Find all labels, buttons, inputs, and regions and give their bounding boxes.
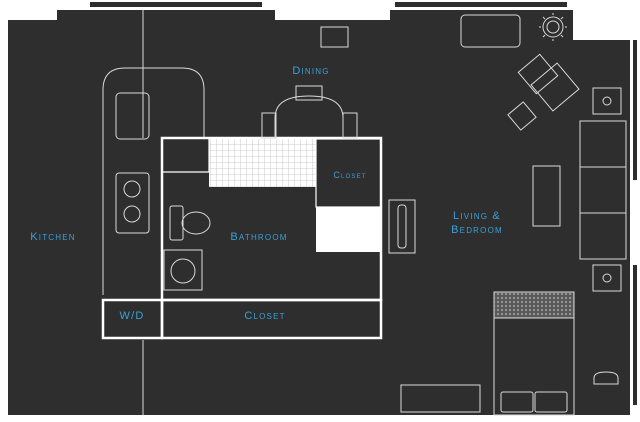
stove-burner-top	[123, 180, 141, 198]
wall-shelf-inner	[397, 204, 407, 249]
dining-chair-top	[295, 85, 323, 101]
armchair-back	[517, 53, 559, 95]
coffee-table	[532, 165, 561, 227]
dining-chair-left	[261, 112, 277, 139]
toilet-tank	[169, 205, 184, 241]
kitchen-sink	[115, 92, 150, 140]
top-closet-white-area	[316, 207, 381, 252]
nightstand-top	[592, 87, 622, 115]
lamp-bottom	[602, 273, 612, 283]
bath-sink	[170, 258, 196, 284]
small-stool	[593, 371, 619, 385]
room-label-bathroom: Bathroom	[230, 231, 287, 243]
bottom-closet	[160, 298, 383, 340]
nightstand-bottom	[592, 264, 622, 292]
kitchen-counter	[102, 67, 205, 295]
lamp-top	[602, 96, 612, 106]
dining-sideboard	[320, 26, 349, 48]
sofa	[579, 120, 627, 260]
tv-cabinet	[460, 14, 521, 48]
window-right-upper	[633, 40, 637, 180]
room-label-living-line2: Bedroom	[451, 224, 503, 236]
dining-chair-right	[342, 112, 358, 139]
room-label-wd: W/D	[120, 310, 145, 322]
wall-shelf	[388, 199, 416, 254]
room-label-living-line1: Living &	[453, 210, 501, 222]
side-table	[507, 101, 537, 131]
room-label-closet-top: Closet	[333, 170, 366, 180]
stove-burner-bottom	[123, 205, 141, 223]
desk	[400, 384, 481, 413]
sun-lamp-icon	[539, 13, 567, 41]
window-right-lower	[633, 265, 637, 405]
bath-tile-area	[209, 139, 316, 187]
window-top-right	[395, 2, 567, 7]
dining-table	[274, 95, 344, 138]
window-top-left	[90, 2, 262, 7]
bed-pillow-left	[500, 391, 534, 413]
room-label-kitchen: Kitchen	[30, 231, 76, 243]
room-label-dining: Dining	[292, 65, 329, 77]
bath-sink-box	[163, 249, 203, 291]
bed-headboard	[493, 291, 575, 319]
toilet-bowl	[181, 211, 211, 235]
room-label-closet-bottom: Closet	[244, 310, 285, 322]
kitchen-stove	[115, 172, 150, 234]
bed-pillow-right	[534, 391, 568, 413]
armchair-seat	[530, 62, 580, 112]
